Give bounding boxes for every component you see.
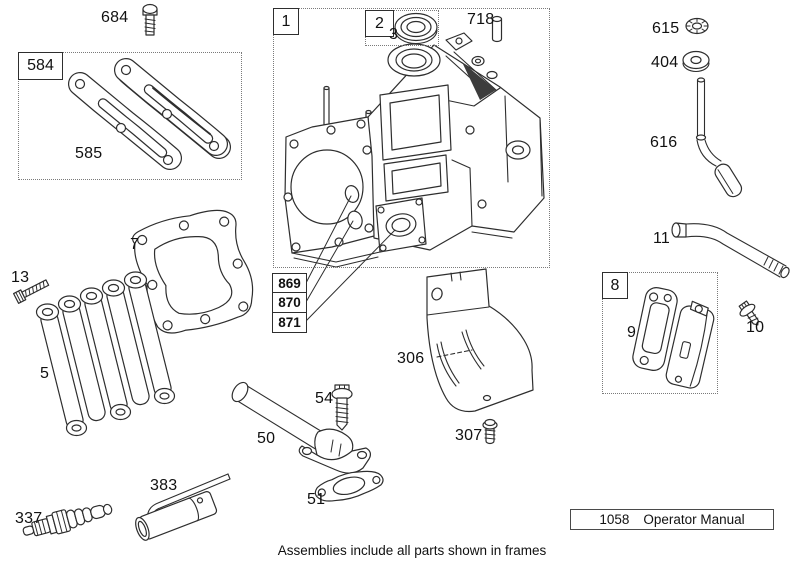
manual-number: 1058 (599, 512, 630, 527)
screw-684-icon (142, 3, 158, 36)
screw-10-icon (738, 300, 759, 326)
callout-boxes-869-871: 869 870 871 (272, 272, 307, 333)
screw-307-icon (482, 418, 498, 445)
head-gasket-7-drawing (132, 209, 254, 334)
screw-54-icon (331, 384, 353, 431)
frame-2: 2 (365, 10, 439, 46)
callout-5: 5 (40, 365, 50, 382)
frame-584-label: 584 (18, 52, 63, 80)
callout-box-869: 869 (272, 272, 307, 294)
frame-1-label: 1 (273, 8, 299, 35)
dowel-pin-718-icon (491, 15, 503, 43)
callout-54: 54 (315, 390, 334, 407)
callout-3: 3 (389, 26, 399, 43)
frame-8-label: 8 (602, 272, 628, 299)
oil-seal-3-icon (394, 12, 438, 45)
cylinder-head-5-drawing (35, 271, 176, 437)
callout-51: 51 (307, 491, 326, 508)
callout-13: 13 (11, 269, 30, 286)
cylinder-block-drawing (283, 32, 545, 322)
caption: Assemblies include all parts shown in fr… (277, 543, 547, 558)
callout-7: 7 (130, 236, 140, 253)
spark-plug-337-drawing (22, 503, 113, 537)
callout-box-870: 870 (272, 292, 307, 314)
callout-50: 50 (257, 430, 276, 447)
bolt-13-icon (13, 279, 50, 304)
breather-gasket-9-drawing (632, 287, 678, 371)
frame-584: 584 (18, 52, 242, 180)
callout-616: 616 (650, 134, 678, 151)
dipstick-616-drawing (695, 77, 743, 198)
plug-wrench-383-drawing (135, 473, 231, 541)
operator-manual-box: 1058 Operator Manual (570, 509, 774, 530)
callout-615: 615 (652, 20, 680, 37)
callout-383: 383 (150, 477, 178, 494)
callout-404: 404 (651, 54, 679, 71)
callout-684: 684 (101, 9, 129, 26)
exhaust-pipe-50-drawing (231, 381, 372, 474)
frame-8: 8 (602, 272, 718, 394)
callout-585: 585 (75, 145, 103, 162)
callout-306: 306 (397, 350, 425, 367)
callout-718: 718 (467, 11, 495, 28)
callout-box-871: 871 (272, 311, 307, 333)
star-washer-615-icon (685, 17, 709, 35)
breather-cover-drawing (665, 300, 715, 389)
fill-tube-11-drawing (671, 222, 790, 279)
callout-10: 10 (746, 319, 765, 336)
frame-1: 1 (273, 8, 550, 268)
gasket-585-drawing (68, 58, 231, 170)
callout-337: 337 (15, 510, 43, 527)
manual-title: Operator Manual (643, 512, 745, 527)
deflector-306-drawing (426, 268, 534, 413)
callout-11: 11 (653, 230, 671, 247)
washer-404-icon (682, 50, 710, 73)
callout-307: 307 (455, 427, 483, 444)
callout-9: 9 (627, 324, 637, 341)
exhaust-gasket-51-drawing (314, 470, 384, 502)
frame-2-label: 2 (365, 10, 394, 37)
